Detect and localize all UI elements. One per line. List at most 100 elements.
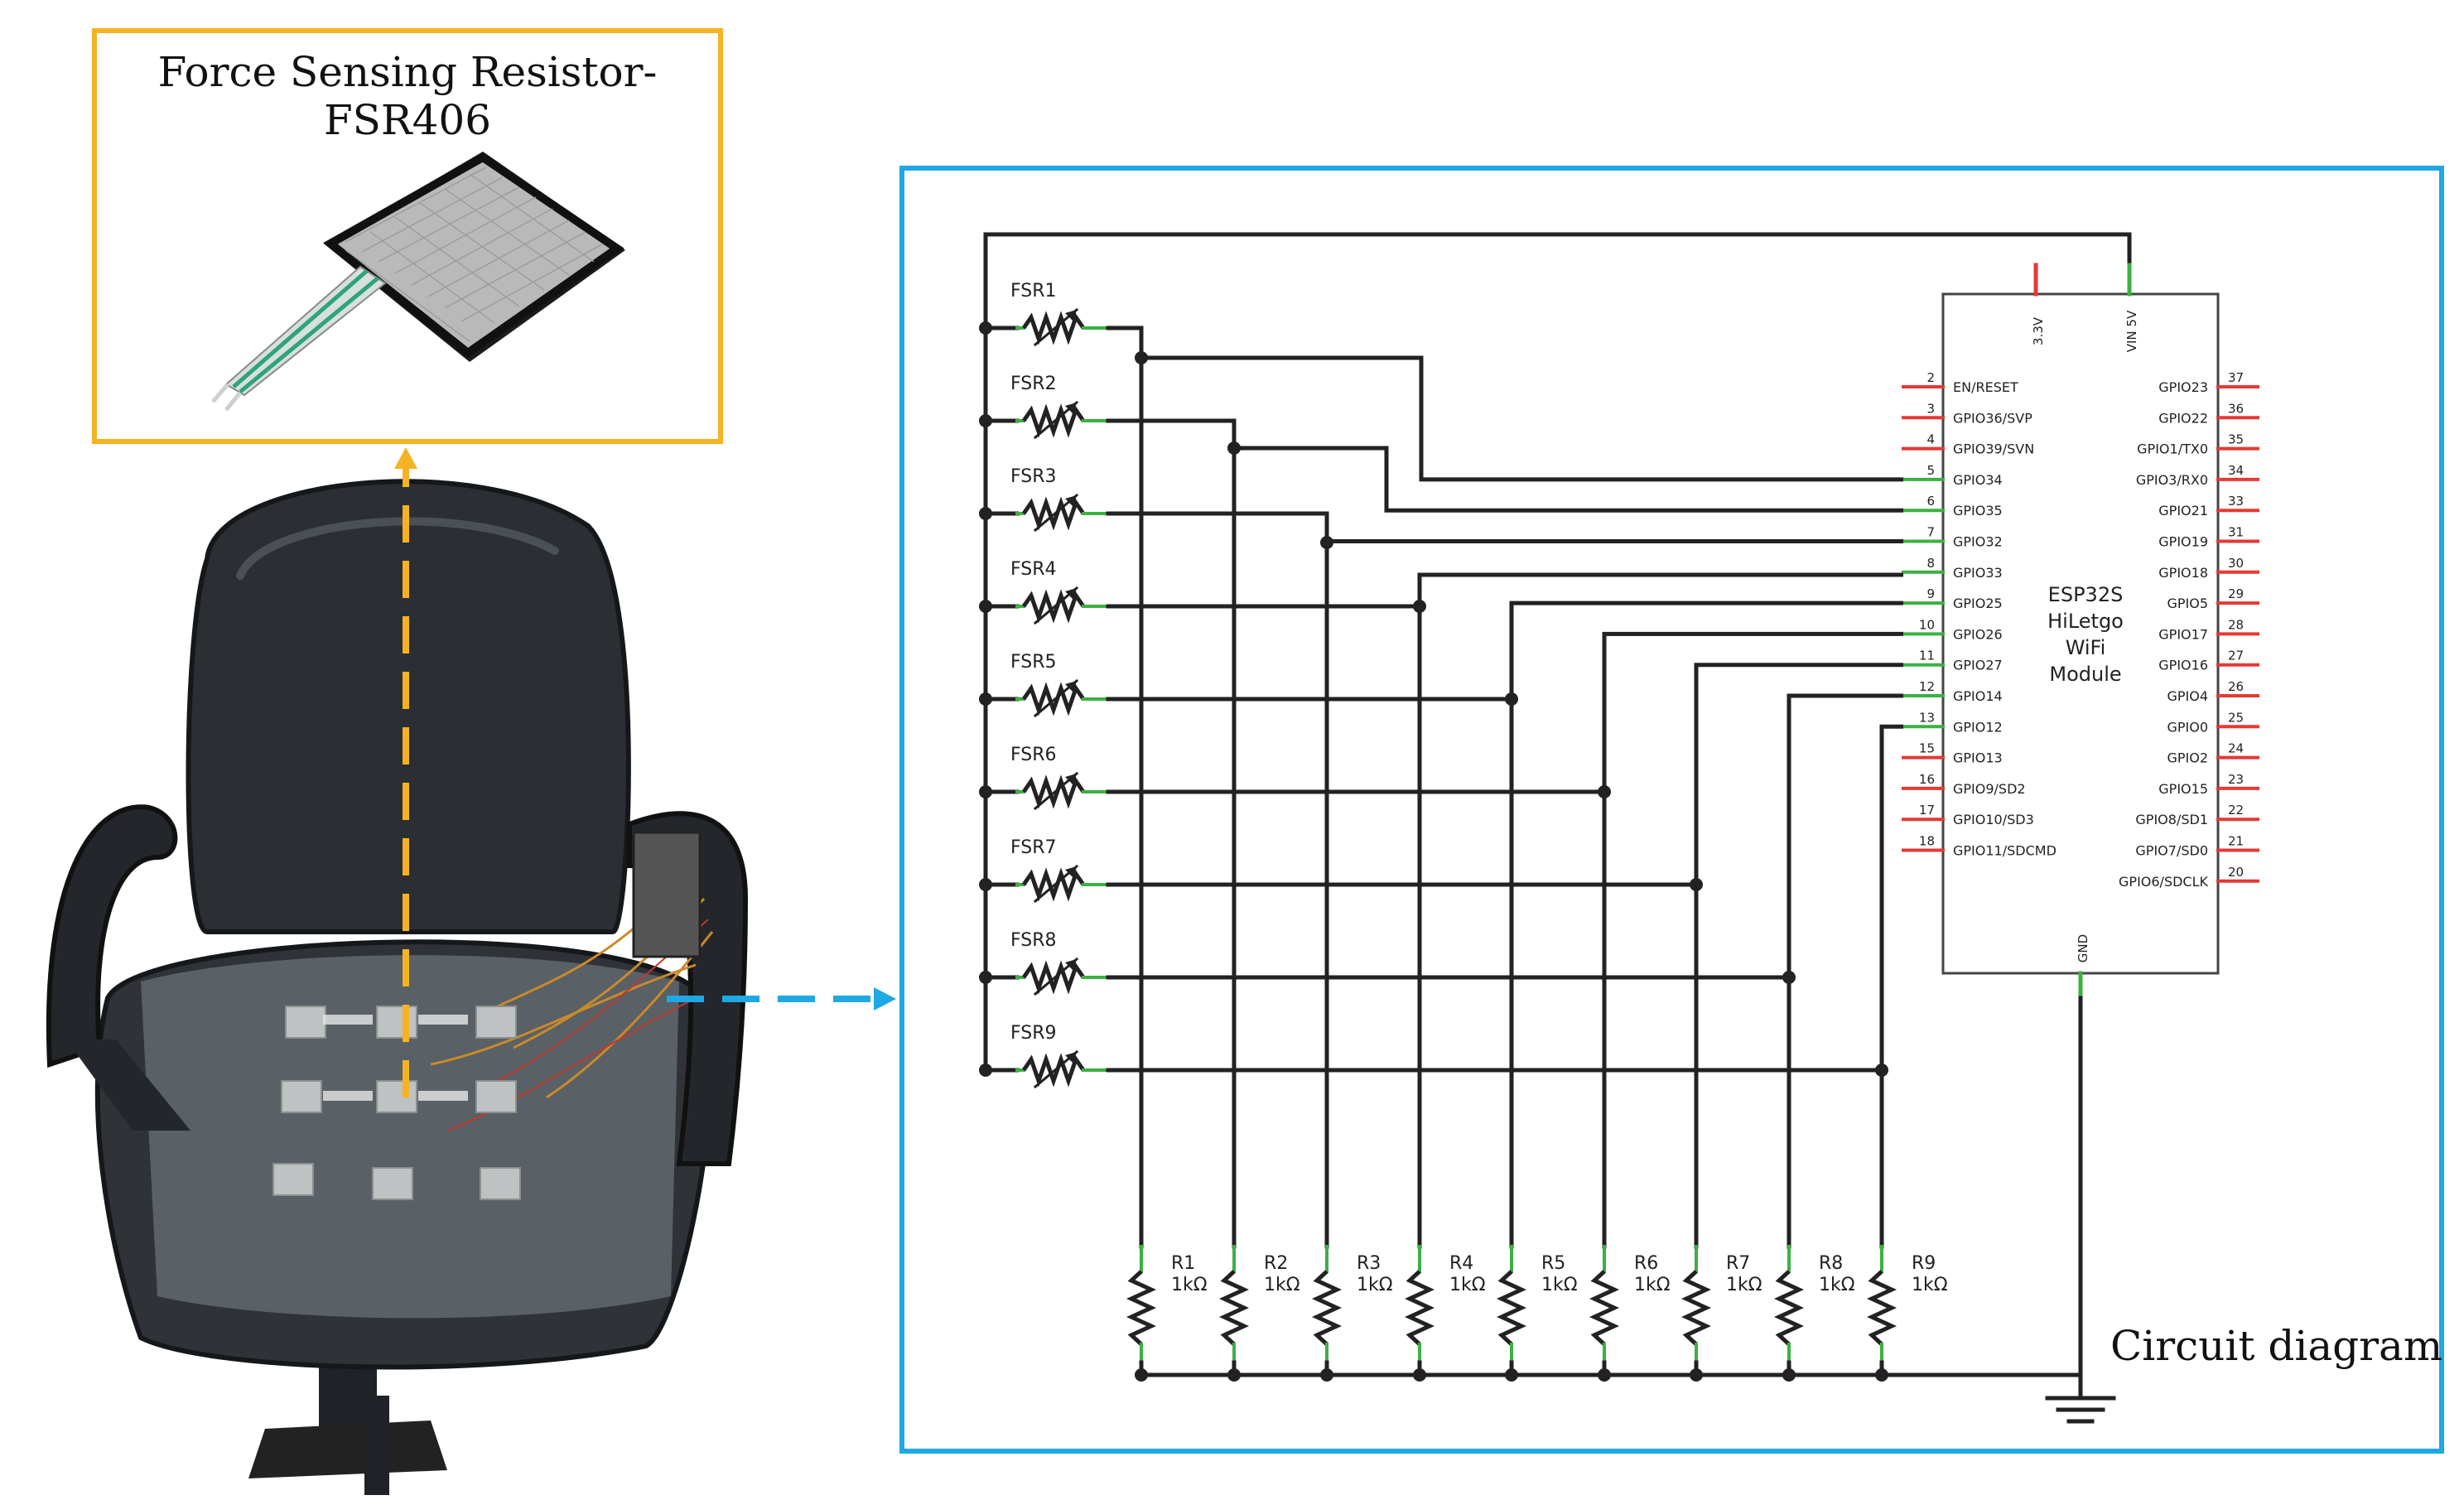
right-pin-name: GPIO21 bbox=[2158, 503, 2208, 518]
fsr-arrow-head bbox=[1065, 681, 1077, 692]
left-pin-number: 3 bbox=[1926, 401, 1935, 416]
fsr-resistor-zigzag bbox=[1021, 960, 1086, 995]
left-pin-name: GPIO11/SDCMD bbox=[1953, 843, 2057, 859]
resistor-name: R1 bbox=[1171, 1253, 1195, 1274]
left-pin-name: GPIO9/SD2 bbox=[1953, 781, 2026, 797]
right-pin-number: 21 bbox=[2228, 834, 2244, 849]
fsr-arrow-head bbox=[1065, 866, 1077, 878]
fsr-label: FSR4 bbox=[1010, 559, 1057, 580]
resistor-value: 1kΩ bbox=[1264, 1275, 1300, 1295]
esp32-module-body bbox=[1941, 292, 2220, 975]
fsr-resistor-zigzag bbox=[1021, 682, 1086, 716]
left-pin-name: GPIO36/SVP bbox=[1953, 410, 2032, 426]
gpio-route-wire bbox=[1326, 539, 1903, 545]
module-label-line: HiLetgo bbox=[2047, 610, 2124, 633]
pin-label-gnd: GND bbox=[2076, 934, 2090, 962]
right-pin-name: GPIO17 bbox=[2158, 626, 2208, 642]
fsr-label: FSR8 bbox=[1010, 930, 1057, 951]
left-pin-number: 18 bbox=[1919, 834, 1935, 849]
resistor-name: R5 bbox=[1541, 1253, 1565, 1274]
right-pin-number: 20 bbox=[2228, 865, 2244, 880]
fsr-arrow-head bbox=[1065, 495, 1077, 507]
right-pin-name: GPIO16 bbox=[2158, 658, 2208, 673]
gpio-route-wire bbox=[1509, 600, 1903, 699]
resistor-name: R9 bbox=[1912, 1253, 1936, 1274]
left-pin-number: 16 bbox=[1919, 772, 1935, 787]
resistor-name: R2 bbox=[1264, 1253, 1288, 1274]
fsr-panel-title: Force Sensing Resistor-FSR406 bbox=[157, 48, 658, 144]
right-pin-name: GPIO15 bbox=[2158, 781, 2208, 797]
pulldown-resistor-zigzag bbox=[1404, 1270, 1435, 1346]
left-pin-number: 2 bbox=[1926, 370, 1935, 385]
left-pin-name: EN/RESET bbox=[1953, 379, 2018, 395]
fsr-resistor-zigzag bbox=[1021, 867, 1086, 902]
right-pin-name: GPIO5 bbox=[2167, 596, 2208, 611]
fsr-label: FSR9 bbox=[1010, 1023, 1057, 1044]
gpio-route-wire bbox=[1234, 446, 1903, 513]
right-pin-name: GPIO4 bbox=[2167, 688, 2208, 704]
pulldown-resistor-zigzag bbox=[1773, 1270, 1805, 1346]
right-pin-name: GPIO18 bbox=[2158, 565, 2208, 581]
left-pin-name: GPIO12 bbox=[1953, 719, 2003, 735]
fsr-resistor-zigzag bbox=[1021, 403, 1086, 438]
yellow-arrow-head bbox=[394, 447, 417, 469]
gpio-route-wire bbox=[1879, 724, 1903, 1070]
fsr-label: FSR1 bbox=[1010, 281, 1057, 301]
resistor-value: 1kΩ bbox=[1726, 1275, 1762, 1295]
fsr-resistor-zigzag bbox=[1021, 311, 1086, 345]
right-pin-number: 35 bbox=[2228, 432, 2244, 447]
right-pin-name: GPIO1/TX0 bbox=[2137, 441, 2208, 457]
left-pin-number: 5 bbox=[1926, 463, 1935, 478]
left-pin-number: 4 bbox=[1926, 432, 1935, 447]
fsr-sensor-panel: Force Sensing Resistor-FSR406 bbox=[92, 28, 723, 444]
left-pin-number: 7 bbox=[1926, 525, 1935, 540]
pin-label-3v3: 3.3V bbox=[2031, 316, 2046, 345]
resistor-value: 1kΩ bbox=[1541, 1275, 1578, 1295]
fsr-resistor-zigzag bbox=[1021, 1053, 1086, 1088]
module-label-line: Module bbox=[2049, 663, 2121, 686]
right-pin-number: 31 bbox=[2228, 525, 2244, 540]
resistor-value: 1kΩ bbox=[1634, 1275, 1671, 1295]
left-pin-number: 15 bbox=[1919, 741, 1935, 756]
left-pin-name: GPIO26 bbox=[1953, 626, 2003, 642]
resistor-value: 1kΩ bbox=[1171, 1275, 1208, 1295]
module-label-line: WiFi bbox=[2066, 636, 2106, 659]
gpio-route-wire bbox=[1141, 355, 1903, 482]
pulldown-resistor-zigzag bbox=[1680, 1270, 1712, 1346]
right-pin-name: GPIO8/SD1 bbox=[2135, 812, 2208, 827]
fsr-label: FSR7 bbox=[1010, 837, 1057, 858]
gpio-route-wire bbox=[1694, 663, 1903, 885]
circuit-panel bbox=[899, 166, 2444, 1454]
fsr-arrow-head bbox=[1065, 774, 1077, 785]
left-pin-name: GPIO25 bbox=[1953, 596, 2003, 611]
resistor-name: R7 bbox=[1726, 1253, 1750, 1274]
fsr-arrow-head bbox=[1065, 1052, 1077, 1064]
right-pin-name: GPIO2 bbox=[2167, 750, 2208, 766]
pulldown-resistor-zigzag bbox=[1311, 1270, 1343, 1346]
left-pin-number: 6 bbox=[1926, 494, 1935, 509]
left-pin-number: 13 bbox=[1919, 710, 1935, 725]
right-pin-name: GPIO6/SDCLK bbox=[2119, 874, 2208, 890]
left-pin-number: 11 bbox=[1919, 649, 1935, 663]
resistor-value: 1kΩ bbox=[1449, 1275, 1486, 1295]
gpio-route-wire bbox=[1602, 631, 1903, 792]
right-pin-number: 33 bbox=[2228, 494, 2244, 509]
pulldown-resistor-zigzag bbox=[1866, 1270, 1897, 1346]
right-pin-number: 37 bbox=[2228, 370, 2244, 385]
left-pin-name: GPIO27 bbox=[1953, 658, 2003, 673]
fsr-label: FSR2 bbox=[1010, 374, 1057, 394]
left-pin-name: GPIO10/SD3 bbox=[1953, 812, 2034, 827]
fsr-label: FSR5 bbox=[1010, 652, 1057, 673]
right-pin-number: 26 bbox=[2228, 679, 2244, 694]
left-pin-number: 9 bbox=[1926, 586, 1935, 601]
gpio-route-wire bbox=[1417, 572, 1903, 606]
left-pin-number: 10 bbox=[1919, 617, 1935, 632]
left-pin-name: GPIO39/SVN bbox=[1953, 441, 2034, 457]
fsr-arrow-head bbox=[1065, 959, 1077, 971]
resistor-name: R6 bbox=[1634, 1253, 1658, 1274]
fsr-arrow-head bbox=[1065, 310, 1077, 321]
right-pin-name: GPIO0 bbox=[2167, 719, 2208, 735]
circuit-panel-label: Circuit diagram bbox=[2110, 1322, 2443, 1370]
